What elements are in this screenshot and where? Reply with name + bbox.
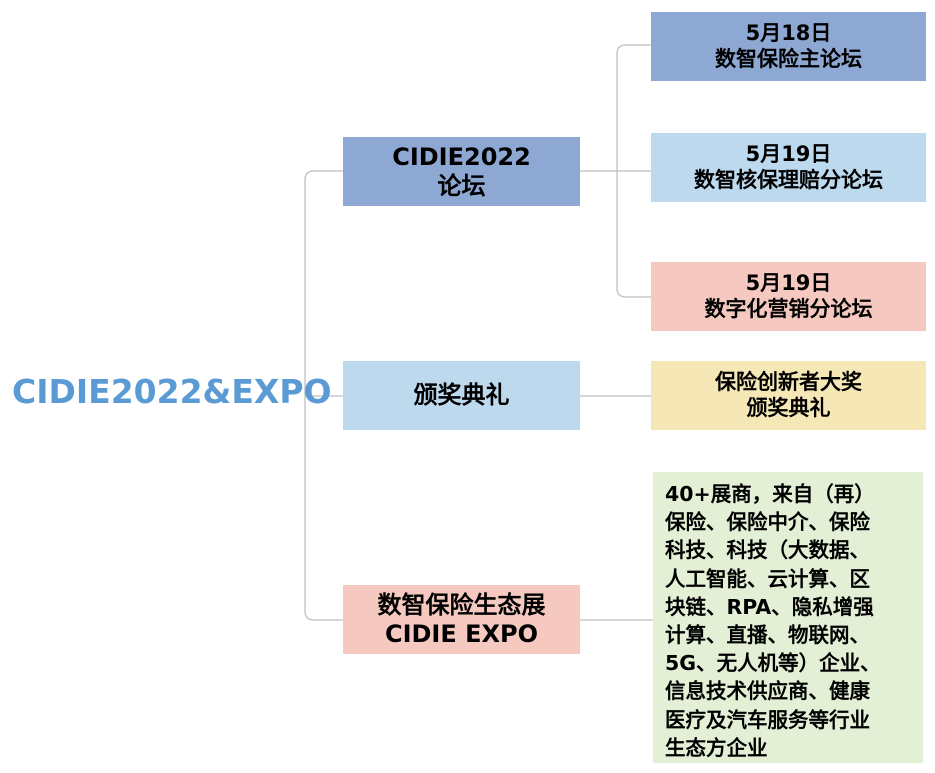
expo-desc-line: 5G、无人机等）企业、 <box>665 651 881 676</box>
branch-forum: CIDIE2022 论坛 <box>343 137 580 206</box>
forum-main-session: 5月18日 数智保险主论坛 <box>651 12 926 81</box>
forum-marketing-date: 5月19日 <box>745 271 832 296</box>
connector-forum-d3 <box>616 171 651 298</box>
expo-desc-line: 人工智能、云计算、区 <box>665 566 870 591</box>
expo-exhibitors-description: 40+展商，来自（再） 保险、保险中介、保险 科技、科技（大数据、 人工智能、云… <box>653 472 923 763</box>
forum-underwriting-session: 5月19日 数智核保理赔分论坛 <box>651 133 926 202</box>
expo-desc-line: 信息技术供应商、健康 <box>665 679 870 704</box>
branch-forum-line-1: CIDIE2022 <box>392 142 531 171</box>
expo-desc-line: 生态方企业 <box>665 735 768 760</box>
expo-desc-line: 40+展商，来自（再） <box>665 482 875 506</box>
forum-main-date: 5月18日 <box>745 21 832 46</box>
connector-forum-d1 <box>580 44 651 172</box>
branch-forum-line-2: 论坛 <box>437 171 486 200</box>
expo-desc-line: 科技、科技（大数据、 <box>665 538 870 563</box>
forum-marketing-title: 数字化营销分论坛 <box>704 296 873 321</box>
expo-desc-line: 医疗及汽车服务等行业 <box>665 707 870 732</box>
branch-award: 颁奖典礼 <box>343 361 580 430</box>
connector-root-expo <box>304 396 343 621</box>
expo-desc-line: 块链、RPA、隐私增强 <box>665 594 874 619</box>
forum-underwriting-date: 5月19日 <box>745 142 832 167</box>
branch-expo-line-2: CIDIE EXPO <box>384 619 539 648</box>
forum-main-title: 数智保险主论坛 <box>715 46 862 71</box>
branch-expo-line-1: 数智保险生态展 <box>377 590 546 619</box>
branch-expo: 数智保险生态展 CIDIE EXPO <box>343 585 580 654</box>
connector-root-forum <box>304 170 343 396</box>
root-node-title: CIDIE2022&EXPO <box>12 372 332 411</box>
expo-desc-line: 计算、直播、物联网、 <box>665 623 870 648</box>
award-prize-line-2: 颁奖典礼 <box>746 395 831 420</box>
award-innovator-prize: 保险创新者大奖 颁奖典礼 <box>651 361 926 430</box>
forum-marketing-session: 5月19日 数字化营销分论坛 <box>651 262 926 331</box>
award-prize-line-1: 保险创新者大奖 <box>715 370 862 395</box>
branch-award-line-1: 颁奖典礼 <box>413 381 510 410</box>
forum-underwriting-title: 数智核保理赔分论坛 <box>694 167 883 192</box>
expo-desc-line: 保险、保险中介、保险 <box>665 510 870 535</box>
